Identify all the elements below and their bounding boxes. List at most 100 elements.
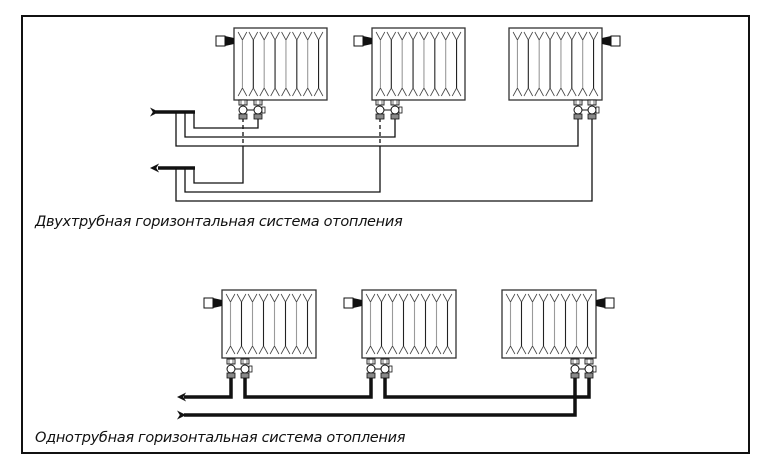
thermostat-valve-icon: [602, 36, 611, 46]
valve-pair: [366, 358, 393, 379]
valve-fitting: [380, 372, 390, 379]
valve-nut: [573, 99, 583, 106]
radiator-body: [221, 289, 317, 359]
return-pipe-r3: [175, 119, 593, 202]
valve-fitting: [238, 113, 248, 120]
one-pipe-caption: Однотрубная горизонтальная система отопл…: [35, 430, 406, 446]
radiator: [353, 27, 466, 101]
return-pipe-r2: [184, 150, 381, 193]
valve-icon: [375, 99, 385, 120]
valve-fitting: [240, 372, 250, 379]
valve-fitting: [584, 372, 594, 379]
valve-icon: [253, 99, 266, 120]
valve-cap: [595, 106, 600, 114]
valve-icon: [238, 99, 248, 120]
valve-nut: [380, 358, 390, 365]
valve-ball: [587, 105, 597, 115]
thermostat-icon: [604, 297, 615, 309]
two-pipe-system: [150, 27, 621, 202]
supply-pipe-r1: [193, 112, 259, 129]
valve-icon: [366, 358, 376, 379]
supply-pipe: [184, 378, 577, 417]
valve-nut: [238, 99, 248, 106]
radiator-body: [508, 27, 603, 101]
valve-ball: [226, 364, 236, 374]
diagram-frame: [21, 15, 750, 454]
valve-ball: [390, 105, 400, 115]
valve-ball: [570, 364, 580, 374]
return-pipe-r1: [193, 150, 244, 184]
valve-nut: [240, 358, 250, 365]
valve-cap: [398, 106, 403, 114]
valve-cap: [261, 106, 266, 114]
valve-ball: [240, 364, 250, 374]
radiator-body: [233, 27, 328, 101]
return-arrow-icon: [177, 392, 187, 402]
valve-icon: [573, 99, 583, 120]
thermostat-valve-icon: [213, 298, 222, 308]
thermostat-valve-icon: [353, 298, 362, 308]
valve-icon: [240, 358, 253, 379]
thermostat-valve-icon: [225, 36, 234, 46]
valve-fitting: [253, 113, 263, 120]
supply-arrow-icon: [177, 410, 187, 420]
supply-pipe-r3: [175, 112, 579, 147]
valve-fitting: [573, 113, 583, 120]
thermostat-icon: [215, 35, 226, 47]
valve-icon: [570, 358, 580, 379]
valve-nut: [570, 358, 580, 365]
valve-nut: [226, 358, 236, 365]
radiator: [215, 27, 328, 101]
valve-cap: [592, 365, 597, 373]
valve-icon: [226, 358, 236, 379]
valve-ball: [584, 364, 594, 374]
valve-ball: [573, 105, 583, 115]
radiator: [501, 289, 615, 359]
valve-cap: [388, 365, 393, 373]
return-pipe: [184, 378, 233, 399]
return-arrow-icon: [150, 163, 160, 173]
two-pipe-caption: Двухтрубная горизонтальная система отопл…: [35, 214, 403, 230]
valve-pair: [226, 358, 253, 379]
valve-fitting: [570, 372, 580, 379]
supply-pipe-r2: [184, 112, 396, 138]
thermostat-valve-icon: [596, 298, 605, 308]
valve-nut: [390, 99, 400, 106]
valve-icon: [380, 358, 393, 379]
valve-cap: [248, 365, 253, 373]
valve-ball: [380, 364, 390, 374]
radiator: [203, 289, 317, 359]
radiator: [508, 27, 621, 101]
valve-pair: [238, 99, 266, 120]
valve-ball: [375, 105, 385, 115]
valve-nut: [253, 99, 263, 106]
valve-pair: [570, 358, 597, 379]
valve-ball: [253, 105, 263, 115]
radiator-body: [361, 289, 457, 359]
valve-icon: [587, 99, 600, 120]
radiator: [343, 289, 457, 359]
valve-fitting: [366, 372, 376, 379]
valve-pair: [573, 99, 600, 120]
valve-nut: [375, 99, 385, 106]
valve-fitting: [375, 113, 385, 120]
thermostat-icon: [343, 297, 354, 309]
valve-pair: [375, 99, 403, 120]
valve-nut: [366, 358, 376, 365]
radiator-body: [501, 289, 597, 359]
thermostat-icon: [610, 35, 621, 47]
thermostat-valve-icon: [363, 36, 372, 46]
valve-nut: [584, 358, 594, 365]
valve-fitting: [226, 372, 236, 379]
valve-fitting: [390, 113, 400, 120]
thermostat-icon: [203, 297, 214, 309]
link-pipe-1: [243, 378, 373, 399]
radiator-body: [371, 27, 466, 101]
valve-ball: [366, 364, 376, 374]
supply-arrow-icon: [150, 107, 160, 117]
valve-nut: [587, 99, 597, 106]
valve-icon: [584, 358, 597, 379]
valve-icon: [390, 99, 403, 120]
valve-fitting: [587, 113, 597, 120]
